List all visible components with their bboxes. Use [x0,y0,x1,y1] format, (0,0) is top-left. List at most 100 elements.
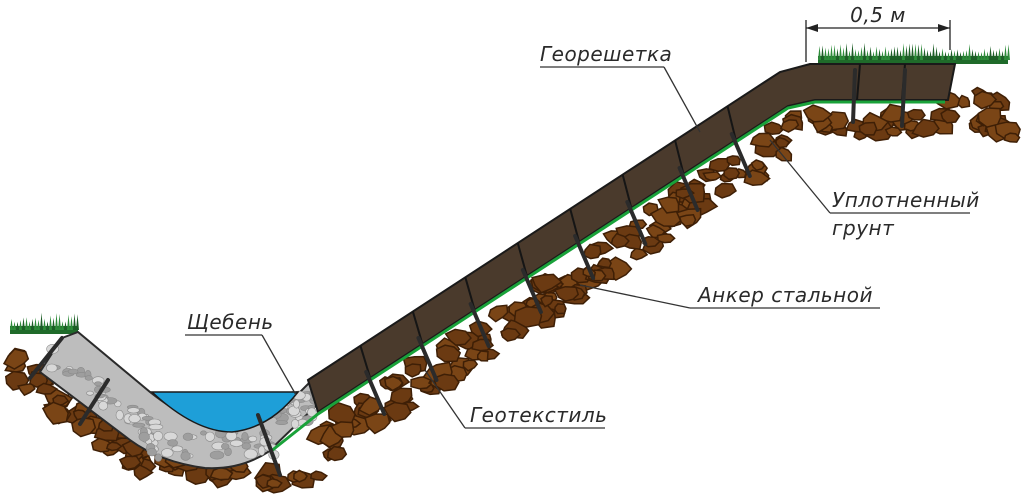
soil-clod [133,464,154,481]
grass-blade [19,320,22,330]
gravel-stone [94,381,102,387]
grass-blade [76,314,79,330]
grass-blade [833,44,836,60]
grass-blade [25,317,28,330]
gravel-stone [182,432,194,441]
label-uplotnenny-grunt: Уплотненный грунт [769,139,979,240]
grass-blade [1007,44,1010,60]
grass-blade [968,43,971,60]
label-uplotnenny-line2: грунт [832,216,895,240]
grass-blade [977,51,980,60]
grass-blade [941,48,944,60]
grass-blade [959,51,962,60]
soil-clod [775,146,793,162]
grass-blade [839,44,842,60]
soil-clod [610,232,630,249]
soil-clod [382,401,412,423]
steel-anchor [78,378,110,426]
soil-clod [656,233,676,244]
soil-clod [433,373,460,392]
grass-blade [13,321,16,330]
label-geotekstil-text: Геотекстиль [470,403,607,427]
soil-clod [629,247,649,261]
grass-blade [944,51,947,60]
grass-blade [989,45,992,60]
grass-blade [10,318,13,330]
grass-blade [43,318,46,330]
dimension-marker: 0,5 м [805,3,951,62]
grass-blade [956,49,959,60]
grass-blade [938,51,941,60]
label-scheben: Щебень [185,310,297,396]
soil-clod [540,295,554,308]
grass-left [10,312,79,334]
grass-blade [55,313,58,330]
geogrid-cell-wall [464,277,476,311]
grass-blade [953,50,956,60]
soil-clod [583,243,602,260]
soil-clod [105,441,123,452]
compacted-soil-layer [2,67,1021,494]
label-anker-text: Анкер стальной [696,283,873,307]
gravel-stone [275,420,289,425]
gravel-stone [258,445,266,456]
gravel-stone [153,430,164,441]
grass-blade [950,49,953,60]
gravel-stone [204,431,215,442]
gravel-stone [132,422,146,428]
grass-blade [983,48,986,60]
grass-blade [848,50,851,60]
soil-clod [554,303,567,315]
soil-clod [802,104,833,123]
soil-clod [444,328,472,346]
soil-clod [41,401,69,425]
gravel-stone [241,442,252,450]
soil-clod [553,285,580,302]
steel-anchors [28,68,907,477]
grass-blade [974,50,977,60]
grass-blade [995,50,998,60]
grass-blade [935,46,938,60]
dimension-label: 0,5 м [850,3,906,27]
grass-blade [902,43,905,60]
grass-top-right [818,42,1010,64]
gravel-stone [128,414,141,423]
soil-clod [973,90,998,110]
soil-clod [2,348,30,370]
grass-blade [872,51,875,60]
soil-clod [596,257,612,269]
gravel-stone [86,390,94,396]
grass-blade [911,43,914,60]
grass-blade [70,316,73,330]
soil-clod [364,413,391,435]
soil-clod [404,363,422,378]
grass-blade [914,43,917,60]
steel-anchor [573,234,596,280]
grass-blade [1004,44,1007,60]
soil-clod [293,469,308,483]
soil-clod [71,416,97,438]
gravel-stone [138,431,150,442]
grass-blade [58,313,61,330]
soil-clod [35,382,59,395]
grass-blade [923,47,926,60]
grass-blade [818,45,821,60]
label-georeshetka: Георешетка [540,42,701,133]
soil-clod [878,103,906,123]
grass-blade [899,50,902,60]
grass-blade [905,45,908,60]
grass-blade [842,47,845,60]
grass-blade [49,315,52,330]
soil-clod [500,327,522,342]
soil-clod [906,108,926,121]
grass-blade [890,48,893,60]
grass-blade [61,321,64,330]
gravel-stone [171,445,184,453]
steel-anchor [625,200,648,246]
grass-blade [920,43,923,60]
gravel-stone [307,407,317,418]
soil-clod [723,167,741,181]
grass-blade [860,46,863,60]
gravel-stone [141,415,154,421]
gravel-stone [180,451,191,461]
